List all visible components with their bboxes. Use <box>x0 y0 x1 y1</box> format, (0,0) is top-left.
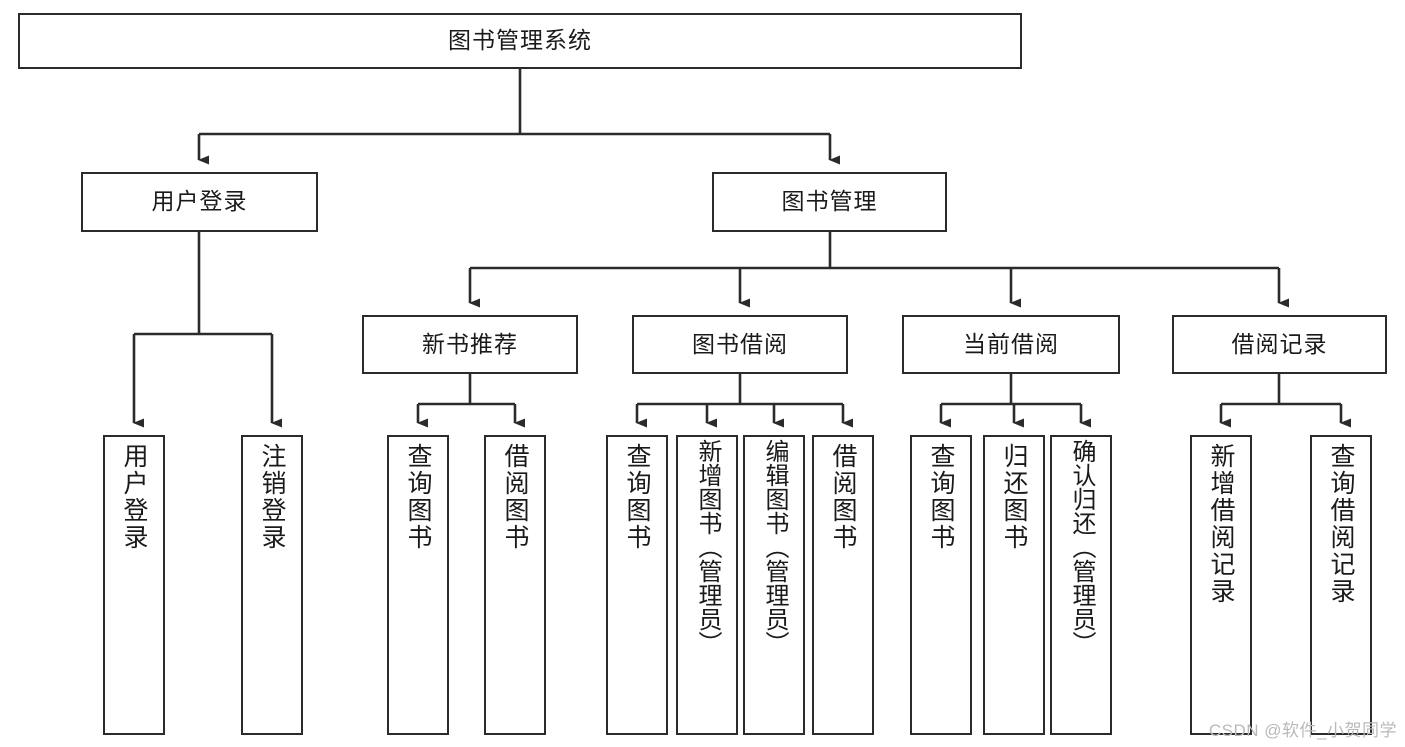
node-label: 编辑图书（管理员） <box>760 439 788 655</box>
node-book-management[interactable]: 图书管理 <box>712 172 947 232</box>
node-label: 图书管理 <box>781 188 878 215</box>
node-current-borrow[interactable]: 当前借阅 <box>902 315 1120 374</box>
node-label: 确认归还（管理员） <box>1067 439 1095 655</box>
node-borrow-record[interactable]: 借阅记录 <box>1172 315 1387 374</box>
node-label: 图书借阅 <box>692 330 788 357</box>
leaf-borrow-book-2[interactable]: 借阅图书 <box>812 435 874 735</box>
node-label: 图书管理系统 <box>448 27 592 54</box>
leaf-borrow-book-1[interactable]: 借阅图书 <box>484 435 546 735</box>
leaf-query-book-2[interactable]: 查询图书 <box>606 435 668 735</box>
node-label: 新增借阅记录 <box>1207 443 1235 605</box>
node-label: 借阅图书 <box>501 443 529 551</box>
node-label: 用户登录 <box>151 188 248 215</box>
node-label: 用户登录 <box>120 443 148 551</box>
node-label: 新增图书（管理员） <box>693 439 721 655</box>
node-label: 借阅图书 <box>829 443 857 551</box>
node-label: 归还图书 <box>1000 443 1028 551</box>
leaf-add-book[interactable]: 新增图书（管理员） <box>676 435 738 735</box>
node-label: 查询图书 <box>623 443 651 551</box>
node-user-login[interactable]: 用户登录 <box>81 172 318 232</box>
leaf-confirm-return[interactable]: 确认归还（管理员） <box>1050 435 1112 735</box>
node-root-system[interactable]: 图书管理系统 <box>18 13 1022 69</box>
node-new-book-recommend[interactable]: 新书推荐 <box>362 315 578 374</box>
leaf-query-book-1[interactable]: 查询图书 <box>387 435 449 735</box>
node-label: 查询借阅记录 <box>1327 443 1355 605</box>
leaf-user-login[interactable]: 用户登录 <box>103 435 165 735</box>
leaf-edit-book[interactable]: 编辑图书（管理员） <box>743 435 805 735</box>
node-label: 借阅记录 <box>1231 330 1328 357</box>
node-label: 当前借阅 <box>963 330 1059 357</box>
leaf-logout-login[interactable]: 注销登录 <box>241 435 303 735</box>
node-label: 新书推荐 <box>422 330 518 357</box>
watermark-text: CSDN @软件_小贺同学 <box>1208 721 1397 740</box>
node-label: 查询图书 <box>927 443 955 551</box>
leaf-query-book-3[interactable]: 查询图书 <box>910 435 972 735</box>
node-label: 注销登录 <box>258 443 286 551</box>
leaf-return-book[interactable]: 归还图书 <box>983 435 1045 735</box>
node-book-borrow[interactable]: 图书借阅 <box>632 315 848 374</box>
leaf-query-borrow-record[interactable]: 查询借阅记录 <box>1310 435 1372 735</box>
leaf-add-borrow-record[interactable]: 新增借阅记录 <box>1190 435 1252 735</box>
node-label: 查询图书 <box>404 443 432 551</box>
